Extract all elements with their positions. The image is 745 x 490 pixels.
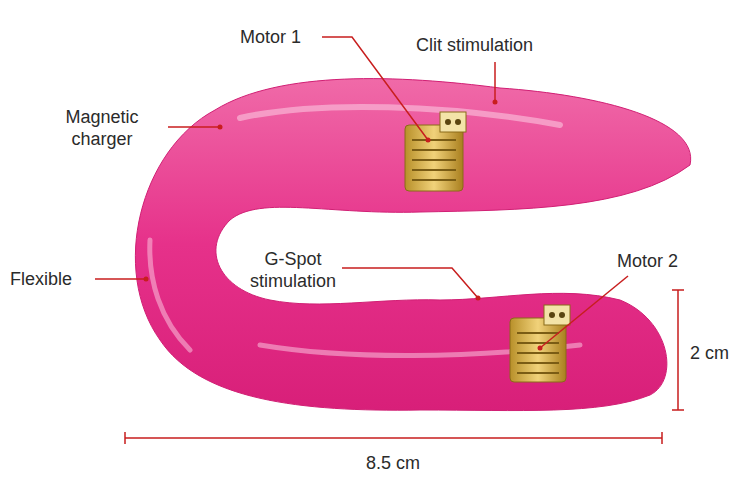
leader-dot	[426, 138, 431, 143]
leader-dot	[493, 100, 498, 105]
leader-line	[540, 276, 628, 348]
leader-line	[494, 62, 496, 102]
leader-line	[168, 126, 220, 128]
dimension-label: 8.5 cm	[366, 452, 420, 474]
part-label: Motor 1	[240, 26, 301, 48]
leader-line	[322, 37, 428, 140]
motor-symbol	[405, 112, 466, 191]
motor-symbol	[510, 305, 570, 382]
body-highlight	[240, 107, 560, 125]
part-label: Flexible	[10, 268, 72, 290]
body-highlight	[150, 240, 190, 350]
dimension-label: 2 cm	[690, 342, 729, 364]
leader-dot	[144, 277, 149, 282]
part-label: Magnetic charger	[52, 106, 152, 150]
leader-line	[95, 278, 146, 280]
leader-line	[342, 268, 478, 298]
dimension-line	[672, 290, 684, 410]
vibrator-body	[135, 79, 690, 411]
part-label: Motor 2	[617, 250, 678, 272]
leader-dot	[218, 125, 223, 130]
part-label: Clit stimulation	[416, 34, 533, 56]
leader-dot	[538, 346, 543, 351]
part-label: G-Spot stimulation	[243, 248, 343, 292]
dimension-line	[125, 432, 662, 444]
leader-dot	[476, 296, 481, 301]
